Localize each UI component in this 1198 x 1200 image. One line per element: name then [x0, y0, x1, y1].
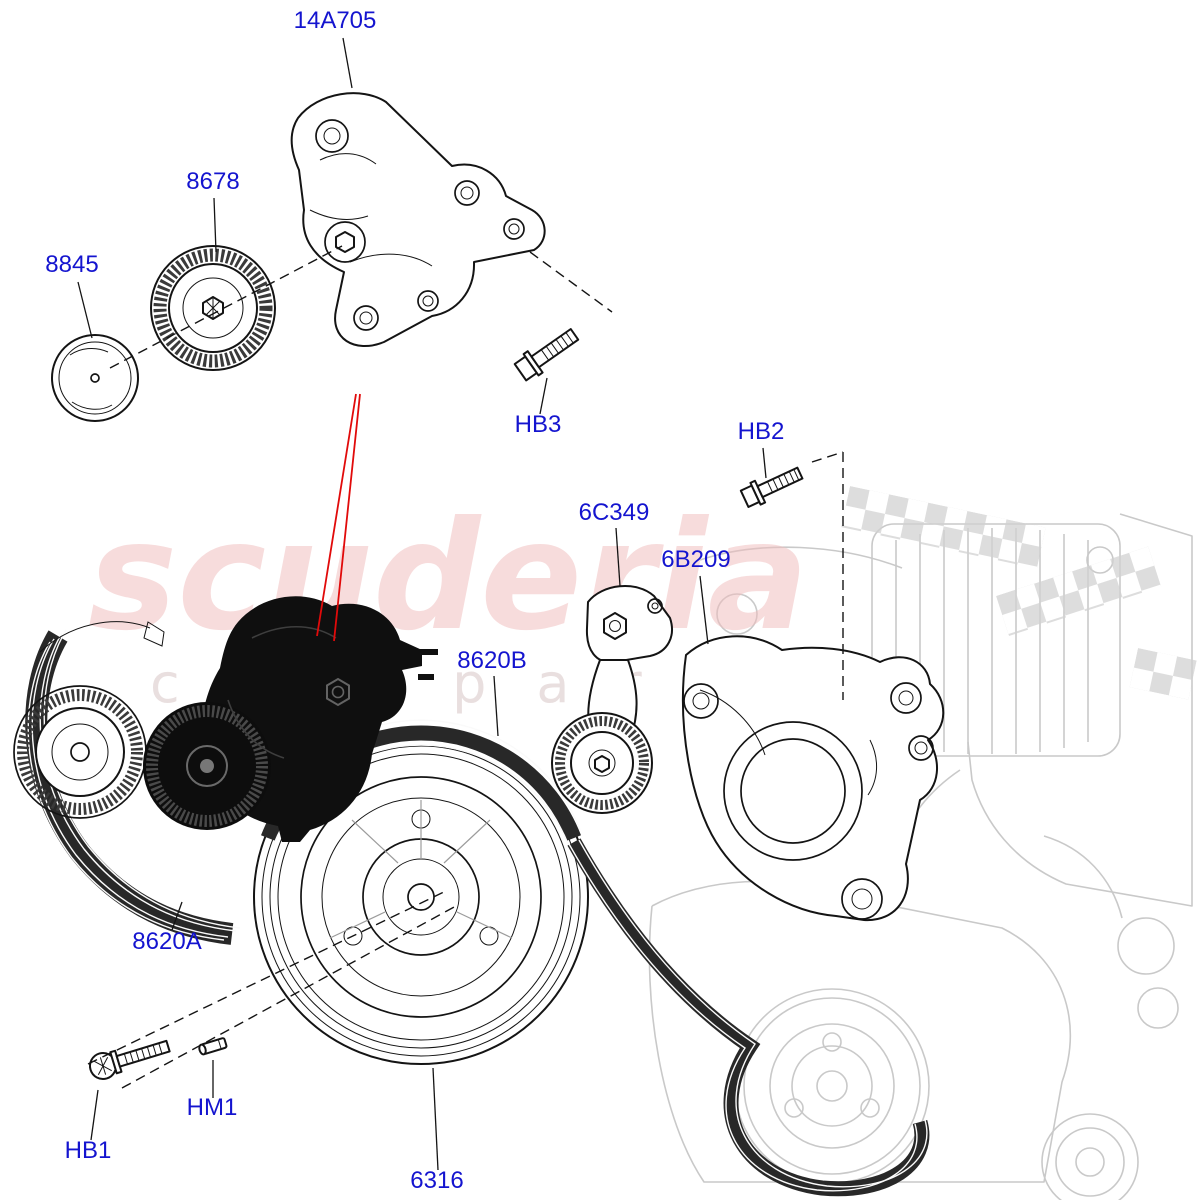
highlight-pointer-lines	[316, 393, 361, 642]
mounting-bracket-14a705	[290, 92, 546, 347]
bolt-hb1	[89, 1039, 171, 1080]
part-label-6B209[interactable]: 6B209	[661, 546, 730, 573]
checkered-flag-watermark-icon	[841, 486, 1197, 700]
idler-pulley-8678	[150, 245, 276, 371]
part-label-HB2[interactable]: HB2	[738, 418, 785, 445]
tensioner-bracket-6b209	[681, 635, 945, 922]
pin-hm1	[198, 1037, 228, 1056]
part-label-HM1[interactable]: HM1	[187, 1094, 238, 1121]
cap-8845	[51, 334, 139, 422]
part-label-8620A[interactable]: 8620A	[132, 928, 201, 955]
bolt-hb3	[513, 328, 580, 382]
leader-line-14A705	[342, 37, 353, 89]
leader-line-6316	[432, 1067, 439, 1171]
leader-line-8620A	[171, 901, 183, 931]
part-label-8620B[interactable]: 8620B	[457, 647, 526, 674]
part-label-6C349[interactable]: 6C349	[579, 499, 650, 526]
leader-line-8845	[77, 281, 93, 339]
part-label-8845[interactable]: 8845	[45, 251, 98, 278]
watermark-brand: scuderia	[88, 490, 809, 664]
belt-tensioner-6c349	[551, 585, 673, 814]
drive-belt-8620a	[25, 629, 241, 945]
part-label-14A705[interactable]: 14A705	[294, 7, 377, 34]
part-label-HB3[interactable]: HB3	[515, 411, 562, 438]
leader-line-8678	[213, 197, 217, 253]
leader-line-6B209	[699, 575, 709, 645]
part-label-HB1[interactable]: HB1	[65, 1137, 112, 1164]
leader-line-HB3	[539, 377, 548, 415]
assembly-guide-lines	[87, 245, 844, 1089]
part-label-6316[interactable]: 6316	[410, 1167, 463, 1194]
leader-line-HB2	[762, 447, 767, 479]
bolt-hb2	[739, 466, 804, 508]
leader-line-6C349	[615, 527, 621, 587]
leader-line-8620B	[493, 675, 499, 737]
tensioner-assembly-highlighted	[143, 596, 438, 842]
part-label-8678[interactable]: 8678	[186, 168, 239, 195]
leader-line-HB1	[90, 1089, 99, 1141]
